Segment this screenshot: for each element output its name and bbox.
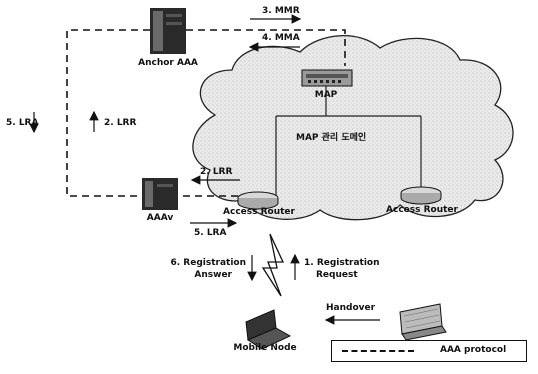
domain-label: MAP 관리 도메인 (296, 133, 366, 144)
access-router-right-icon (401, 187, 441, 204)
mobile-node-label: Mobile Node (228, 343, 302, 354)
legend-dashed-line (342, 350, 414, 352)
message-lra-bottom: 5. LRA (194, 228, 226, 239)
wireless-link-icon (263, 234, 283, 296)
message-lra-left: 5. LRA (6, 118, 38, 129)
registration-request-line1: 1. Registration (304, 258, 380, 269)
registration-request-line2: Request (316, 270, 358, 281)
legend-aaa-protocol: AAA protocol (440, 345, 506, 355)
anchor-aaa-server-icon (150, 8, 186, 54)
message-mmr: 3. MMR (262, 6, 300, 17)
aaav-server-icon (142, 178, 178, 210)
registration-answer-line1: 6. Registration (156, 258, 246, 269)
message-handover: Handover (326, 303, 375, 314)
access-router-right-label: Access Router (383, 205, 461, 216)
map-router-icon (302, 70, 352, 86)
anchor-aaa-label: Anchor AAA (132, 58, 204, 69)
map-label: MAP (306, 90, 346, 101)
map-domain-cloud (193, 36, 513, 220)
message-lrr-up: 2. LRR (104, 118, 136, 129)
registration-answer-line2: Answer (156, 270, 232, 281)
message-lrr-aaav: 2. LRR (200, 167, 232, 178)
access-router-left-label: Access Router (220, 207, 298, 218)
handover-laptop-icon (400, 304, 446, 340)
aaav-label: AAAv (140, 213, 180, 224)
message-mma: 4. MMA (262, 33, 300, 44)
legend: AAA protocol (331, 340, 527, 362)
